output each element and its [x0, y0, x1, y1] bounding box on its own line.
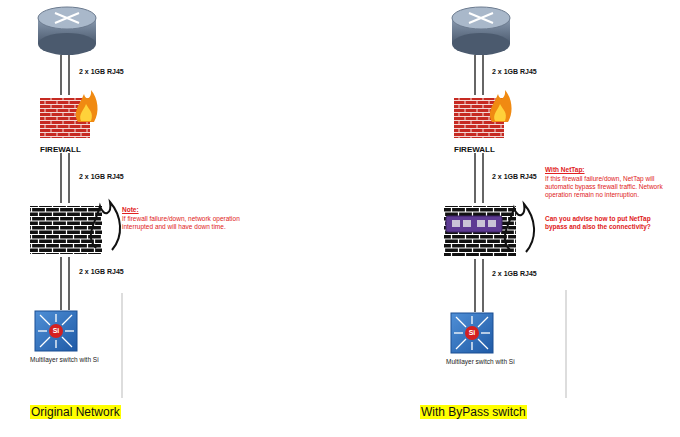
firewall-icon [444, 204, 534, 256]
divider-line [566, 290, 567, 398]
cable-label: 2 x 1GB RJ45 [79, 68, 124, 76]
note-heading: Note: [122, 206, 248, 214]
device-caption: Multilayer switch with Si [446, 358, 515, 365]
firewall-node: FIREWALL [40, 98, 96, 154]
cable-label: 2 x 1GB RJ45 [492, 68, 537, 76]
firewall-node: FIREWALL [454, 98, 510, 154]
device-caption: Multilayer switch with Si [30, 356, 99, 363]
switch-node: SiMultilayer switch with Si [451, 313, 493, 353]
section-title: With ByPass switch [420, 405, 527, 419]
section-title: Original Network [30, 405, 121, 419]
firewall-icon [454, 90, 512, 138]
firewall-icon [30, 202, 120, 254]
router-icon [38, 7, 96, 55]
router-icon [452, 7, 510, 55]
cable-pair [475, 55, 483, 312]
note-text: If firewall failure/down, network operat… [122, 215, 248, 231]
nettap-device [446, 216, 502, 232]
note-question: Can you advise how to put NetTap bypass … [545, 215, 673, 231]
cable-label: 2 x 1GB RJ45 [492, 173, 537, 181]
switch-icon [451, 313, 493, 353]
cable-pair [61, 55, 69, 310]
divider-line [122, 293, 123, 398]
cable-label: 2 x 1GB RJ45 [492, 270, 537, 278]
note-text: If this firewall failure/down, NetTap wi… [545, 175, 673, 198]
si-badge: Si [49, 324, 63, 338]
switch-node: SiMultilayer switch with Si [35, 311, 77, 351]
device-label: FIREWALL [454, 145, 495, 154]
cable-label: 2 x 1GB RJ45 [79, 268, 124, 276]
firewall-icon [40, 90, 98, 138]
cable-label: 2 x 1GB RJ45 [79, 173, 124, 181]
device-label: FIREWALL [40, 145, 81, 154]
si-badge: Si [465, 326, 479, 340]
switch-icon [35, 311, 77, 351]
note-heading: With NetTap: [545, 166, 673, 174]
